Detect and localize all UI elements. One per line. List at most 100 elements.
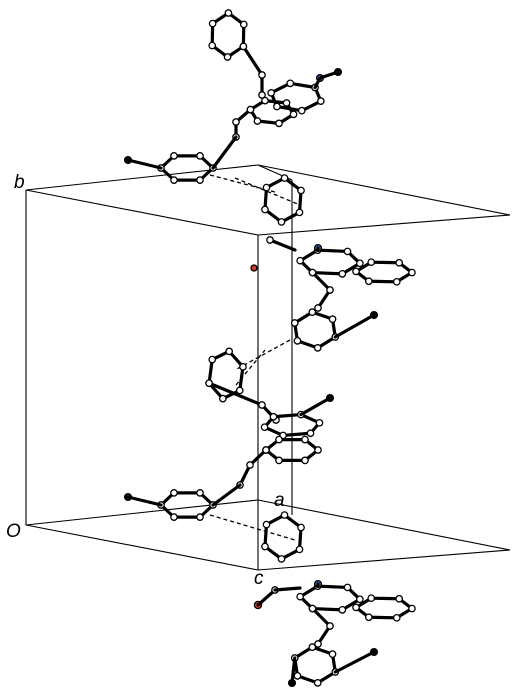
atom	[225, 347, 234, 356]
atom	[395, 594, 404, 603]
bond	[299, 396, 332, 417]
atom	[239, 362, 247, 371]
atom	[273, 102, 281, 111]
atom	[295, 208, 304, 217]
atom	[325, 393, 335, 403]
hydrogen-bond	[209, 514, 296, 541]
atom	[356, 259, 364, 268]
atom	[369, 310, 379, 320]
atom	[208, 19, 217, 28]
axis-label-b: b	[14, 172, 25, 193]
atom	[224, 9, 233, 17]
atom	[258, 401, 266, 409]
atom	[170, 152, 178, 160]
atom	[196, 489, 204, 497]
atom	[315, 418, 324, 427]
atom	[338, 270, 347, 278]
atom	[408, 268, 416, 277]
atom	[313, 344, 322, 352]
atom	[267, 89, 276, 97]
atom	[286, 79, 295, 88]
atom	[123, 155, 133, 165]
atom	[328, 650, 337, 658]
atom	[262, 520, 271, 529]
bond	[333, 650, 376, 674]
atom	[262, 183, 271, 192]
atom	[333, 67, 343, 77]
atom	[218, 394, 227, 403]
atom	[253, 117, 262, 125]
atom	[313, 679, 322, 687]
atom	[296, 256, 304, 265]
atom	[364, 613, 373, 622]
atom	[275, 435, 283, 444]
hydrogen-bond	[235, 349, 266, 386]
atom	[308, 643, 317, 651]
atom	[170, 513, 178, 521]
atom	[308, 268, 317, 277]
atom	[170, 176, 178, 184]
atom	[275, 456, 283, 465]
bond	[290, 656, 297, 685]
hydrogen-bond	[234, 177, 301, 206]
bond	[211, 135, 238, 170]
atom	[395, 258, 404, 267]
bond	[310, 606, 344, 612]
atom	[235, 386, 244, 395]
atom	[364, 277, 373, 286]
bond	[313, 76, 322, 90]
axis-label-origin: O	[6, 521, 21, 542]
atom	[326, 622, 334, 630]
atom	[306, 429, 315, 438]
atom	[269, 412, 278, 421]
atom	[280, 511, 289, 519]
atom	[208, 355, 217, 364]
axis-label-a: a	[274, 490, 285, 511]
bond	[241, 44, 264, 77]
bond	[207, 357, 214, 385]
atom	[367, 258, 376, 267]
atom	[356, 595, 364, 604]
atom	[408, 604, 416, 613]
atom	[297, 186, 305, 195]
bond	[281, 431, 313, 438]
bond	[369, 596, 401, 601]
atom	[277, 218, 286, 226]
atom	[316, 97, 325, 105]
bond	[310, 606, 332, 628]
bond	[268, 238, 297, 252]
bond	[369, 260, 401, 265]
atom	[328, 315, 337, 323]
bond	[316, 248, 350, 254]
atom	[338, 606, 347, 614]
bond	[310, 270, 332, 292]
atom	[287, 678, 297, 688]
atom	[205, 379, 213, 388]
atom	[250, 264, 258, 272]
atom	[223, 53, 232, 61]
atom	[196, 176, 204, 184]
atom	[261, 205, 269, 214]
atom	[260, 423, 269, 432]
atom	[246, 105, 255, 114]
bond	[126, 158, 163, 170]
atom	[296, 592, 304, 601]
bond	[288, 81, 317, 90]
atom	[352, 603, 360, 612]
atom	[367, 594, 376, 603]
bond	[316, 584, 350, 590]
bond	[367, 615, 399, 620]
atom	[392, 277, 401, 286]
atom	[295, 545, 304, 554]
atom	[208, 41, 217, 50]
atom	[308, 308, 317, 316]
atom	[297, 523, 305, 532]
bond	[273, 586, 302, 592]
atom	[289, 110, 298, 119]
bond	[211, 483, 242, 507]
atom	[262, 446, 270, 454]
atom	[261, 96, 269, 105]
atom	[293, 337, 302, 345]
bond	[333, 313, 376, 339]
bond	[310, 270, 344, 276]
